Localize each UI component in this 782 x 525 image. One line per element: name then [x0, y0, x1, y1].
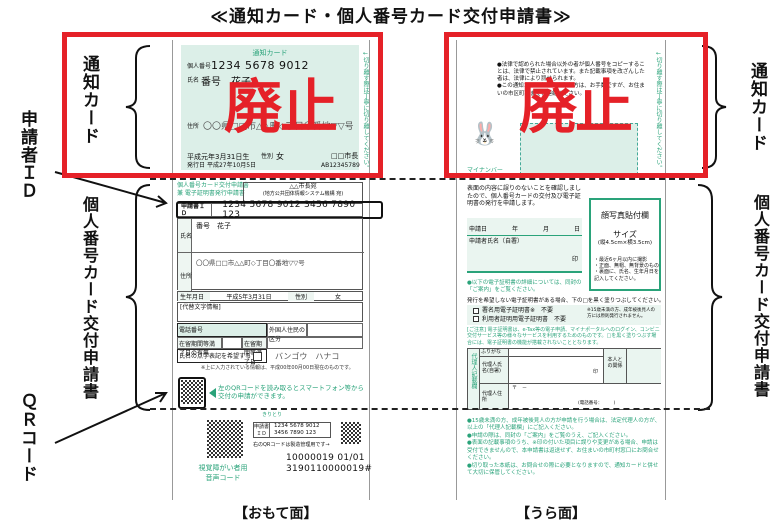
- card-number: 1234 5678 9012: [211, 59, 309, 72]
- card-issue: 発行日 平成27年10月5日: [187, 162, 257, 169]
- card-name-label: 氏名: [187, 77, 200, 84]
- applicant-id-label: 申請書ＩＤ: [178, 203, 213, 217]
- sign-cert-checkbox[interactable]: [473, 307, 479, 314]
- card-address: 〇〇県□□市△△町◇丁目〇番地▽▽号: [203, 122, 354, 132]
- form-address-value: 〇〇県□□市△△町◇丁目〇番地▽▽号: [196, 259, 305, 267]
- braille-row: 氏名の点字表記を希望する: [177, 349, 267, 363]
- form-note: ※上に入力されている情報は、平成00年00月00日現在のものです。: [201, 365, 354, 371]
- control-code: 10000019 01/01 3190110000019#: [286, 453, 373, 475]
- cut-line-top: [150, 178, 695, 180]
- back-sheet: ●法律で認められた場合以外の者が個人番号をコピーすることは、法律で禁止されていま…: [456, 40, 666, 500]
- expiry2-label: 在留期間等満了日: [242, 337, 267, 366]
- stub-qr-note: 右のQRコードは製造管理用です→: [253, 442, 330, 448]
- cert-options: 署名用電子証明書※ 不要 利用者証明用電子証明書 不要 ※15歳未満の方、成年被…: [467, 305, 661, 325]
- cut-label: きりとり: [261, 412, 282, 418]
- front-abolished-stamp: 廃止: [223, 73, 338, 141]
- front-notification-card: 通知カード 個人番号 1234 5678 9012 氏名 番号 花子 住所 〇〇…: [181, 45, 360, 170]
- applicant-id-highlight: [176, 201, 383, 219]
- back-abolished-box: [444, 32, 708, 178]
- left-label-qr-code: ＱＲコード: [17, 393, 37, 483]
- kana-name: バンゴウ ハナコ: [275, 352, 340, 361]
- form-destination: △△市長宛 (地方公共団体情報システム機構 宛): [243, 182, 363, 202]
- card-sex: 女: [276, 152, 284, 161]
- name-address-block: 氏名 番号 花子 住所 〇〇県□□市△△町◇丁目〇番地▽▽号: [177, 218, 364, 291]
- birth-sex-row: 生年月日 平成5年3月31日 性別 女: [177, 291, 363, 301]
- form-name-value: 番号 花子: [196, 222, 231, 230]
- photo-box: 顔写真貼付欄 サイズ (縦4.5cm×横3.5cm) ・最近6ヶ月以内に撮影 ・…: [589, 198, 661, 291]
- front-abolished-box: [62, 32, 383, 178]
- cert-caution: [ご注意] 電子証明書は、e-Tax等の電子申請、マイナポータルへのログイン、コ…: [467, 327, 660, 346]
- card-name: 番号 花子: [201, 77, 251, 88]
- card-heading: 通知カード: [252, 49, 288, 57]
- right-label-notification-card: 通知カード: [747, 62, 767, 152]
- alt-char-row: [代替文字情報]: [177, 302, 363, 322]
- page-title: ≪通知カード・個人番号カード交付申請書≫: [210, 7, 572, 27]
- foreign-label: 外国人住民の区分: [267, 323, 307, 343]
- arrow-left-icon: [209, 388, 216, 398]
- voice-code-label: 視覚障がい者用 音声コード: [198, 464, 248, 482]
- qr-code-image: [181, 380, 203, 404]
- right-label-application-form: 個人番号カード交付申請書: [751, 194, 770, 398]
- proxy-table: 代理人記載欄 ふりがな 代理人氏名(自署) 代理人住所 本人との関係 印 〒 －…: [467, 348, 661, 410]
- card-sex-label: 性別: [261, 153, 274, 160]
- cert-instruction: 発行を希望しない電子証明書がある場合、下の□を黒く塗りつぶしてください。: [467, 298, 665, 304]
- qr-code-highlight: [178, 377, 206, 409]
- expiry1-label: 在留期間等満了日の有無: [177, 337, 222, 357]
- back-abolished-stamp: 廃止: [518, 73, 633, 141]
- right-brace-form-icon: [697, 184, 723, 411]
- cut-line-bottom: [150, 408, 710, 410]
- front-caption: 【おもて面】: [234, 506, 318, 522]
- card-issuer: □□市長: [331, 152, 359, 160]
- stub-id-box: 申請書ＩＤ 1234 5678 9012 3456 7890 123: [253, 422, 331, 438]
- bottom-notes: ●15歳未満の方、成年被後見人の方が申請を行う場合は、法定代理人の方が、以上の「…: [467, 418, 661, 476]
- card-side-note: ←切り離す際は丁寧に切り離してください。: [362, 50, 369, 171]
- card-number-label: 個人番号: [187, 63, 212, 70]
- front-sheet: 通知カード 個人番号 1234 5678 9012 氏名 番号 花子 住所 〇〇…: [172, 40, 383, 500]
- date-applicant-block: 申請日年月日 申請者氏名（自署） 印: [467, 218, 582, 273]
- left-label-notification-card: 通知カード: [79, 55, 99, 145]
- phone-residency-block: 電話番号 外国人住民の区分 在留期間等満了日の有無 在留期間等満了日 氏名の点字…: [177, 323, 363, 366]
- card-serial: AB12345789: [321, 162, 360, 169]
- left-label-application-form: 個人番号カード交付申請書: [80, 196, 99, 400]
- arrow-qr-code-icon: [54, 392, 168, 444]
- form-heading: 個人番号カード交付申請書 兼 電子証明書発行申請書: [177, 182, 250, 197]
- back-intro: 表面の内容に誤りのないことを確認しましたので、個人番号カードの交付及び電子証明書…: [467, 185, 582, 207]
- left-brace-form-icon: [125, 184, 151, 411]
- back-caption: 【うら面】: [516, 506, 586, 522]
- phone-field: 電話番号: [177, 323, 267, 337]
- left-label-applicant-id: 申請者ＩＤ: [17, 110, 37, 200]
- auth-cert-checkbox[interactable]: [473, 316, 479, 323]
- right-brace-card-icon: [701, 45, 727, 169]
- management-qr-image: [341, 422, 361, 444]
- back-card-side-note: ←切り離す際は丁寧に切り離してください。: [655, 50, 662, 171]
- card-address-label: 住所: [187, 123, 200, 130]
- mascot-icon: 🐰: [471, 122, 499, 147]
- card-birth: 平成元年3月31日生: [187, 153, 250, 161]
- qr-note: 左のQRコードを読み取るとスマートフォン等から交付の申請ができます。: [218, 384, 364, 401]
- left-brace-card-icon: [125, 45, 151, 169]
- form-name-label: 氏名: [180, 233, 193, 240]
- voice-code-image: [207, 420, 243, 458]
- mascot-label: マイナンバー: [467, 167, 503, 174]
- form-address-label: 住所: [180, 273, 193, 280]
- braille-checkbox[interactable]: [253, 352, 262, 361]
- cert-notice: ●以下の電子証明書の詳細については、同封の「ご案内」をご覧ください。: [467, 280, 582, 293]
- back-card-notices: ●法律で認められた場合以外の者が個人番号をコピーすることは、法律で禁止されていま…: [497, 62, 645, 97]
- applicant-id-value: 1234 5678 9012 3456 7890 123: [222, 200, 356, 220]
